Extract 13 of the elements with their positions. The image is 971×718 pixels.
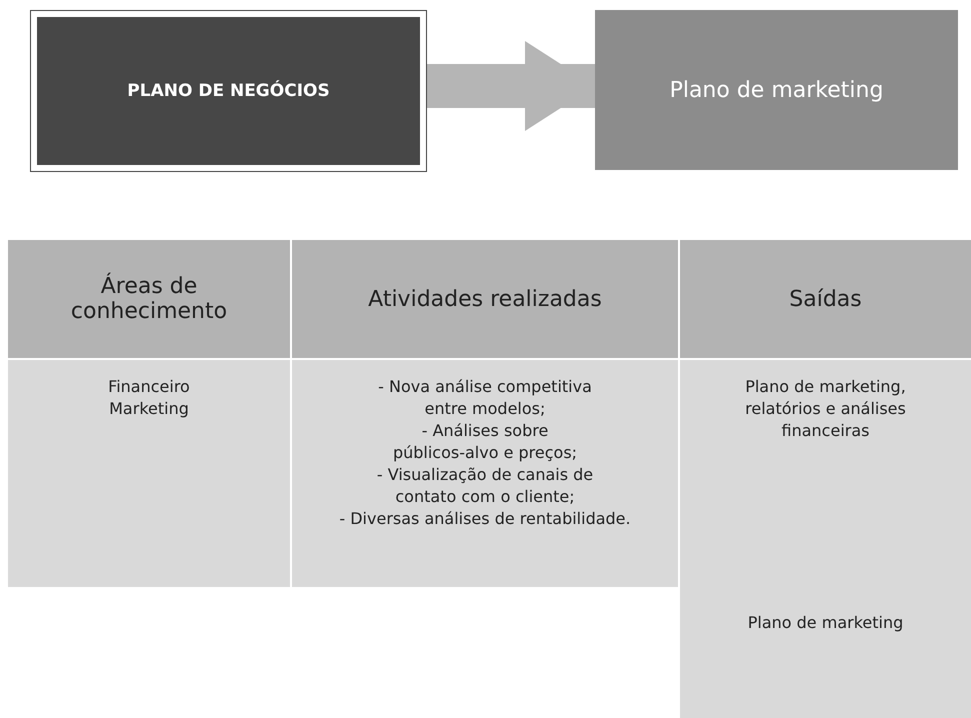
cell-text: - Análises sobre públicos-alvo e preços; — [392, 420, 578, 464]
header-text: Saídas — [789, 286, 862, 312]
header-text: Áreas de conhecimento — [70, 274, 228, 324]
cell-text: Plano de marketing, relatórios e análises financeiras — [744, 376, 907, 442]
cell-text: Plano de marketing — [748, 612, 904, 634]
cell-text: - Diversas análises de rentabilidade. — [339, 508, 631, 530]
cell-text: Financeiro Marketing — [107, 376, 191, 420]
cell-text: - Nova análise competitiva entre modelos; — [377, 376, 593, 420]
block-arrow — [427, 41, 595, 131]
process-box: PLANO DE NEGÓCIOS — [30, 10, 427, 172]
process-box: Plano de marketing — [595, 10, 958, 170]
header-text: Atividades realizadas — [368, 286, 602, 312]
cell-text: - Visualização de canais de contato com o cliente; — [376, 464, 594, 508]
